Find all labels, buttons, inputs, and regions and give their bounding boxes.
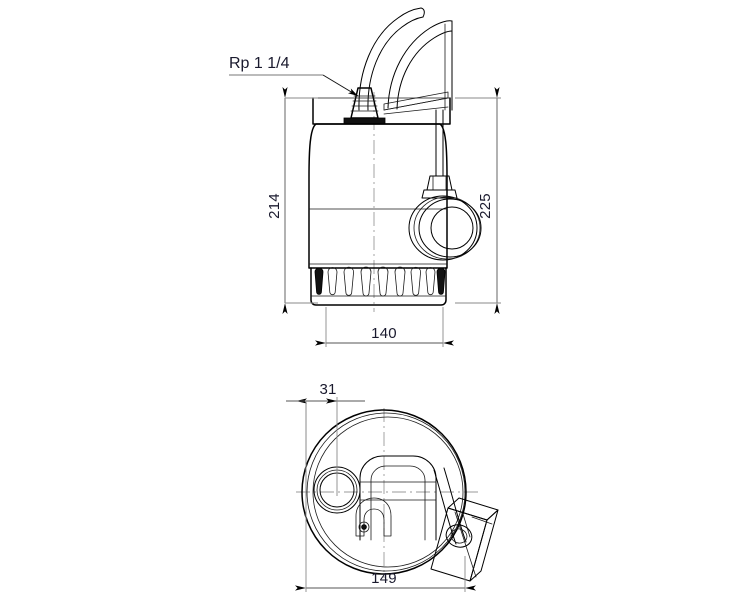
dimension-label-31: 31 bbox=[319, 381, 336, 398]
float-disc-inner bbox=[430, 206, 474, 250]
carrying-handle bbox=[387, 20, 453, 111]
strainer-base bbox=[310, 266, 447, 306]
impeller-hub-detail bbox=[355, 497, 392, 537]
front-elevation-view: 214 225 140 Rp 1 1/4 bbox=[229, 7, 501, 347]
bottom-plan-view: 31 149 bbox=[286, 381, 499, 592]
float-switch-body bbox=[430, 497, 499, 582]
body-circle bbox=[301, 409, 467, 575]
dimension-label-214: 214 bbox=[266, 193, 283, 219]
outlet-flange bbox=[343, 117, 386, 125]
dimension-height-225: 225 bbox=[455, 87, 501, 314]
float-cable bbox=[433, 467, 467, 545]
float-switch bbox=[408, 109, 482, 261]
strainer-slots bbox=[314, 266, 446, 297]
power-cable bbox=[358, 7, 425, 111]
handle-mount-plate bbox=[383, 91, 449, 115]
threaded-outlet bbox=[343, 87, 386, 125]
float-disc-outer bbox=[408, 195, 478, 261]
dimension-label-225: 225 bbox=[477, 193, 494, 219]
pump-body bbox=[308, 123, 448, 269]
handle-loop bbox=[359, 455, 437, 541]
dimension-width-149: 149 bbox=[295, 401, 476, 592]
dimension-label-149: 149 bbox=[371, 570, 397, 587]
dimension-label-140: 140 bbox=[371, 325, 397, 342]
dimension-height-214: 214 bbox=[266, 87, 318, 314]
dimension-width-140: 140 bbox=[315, 307, 454, 347]
thread-size-label: Rp 1 1/4 bbox=[229, 55, 290, 72]
thread-size-callout: Rp 1 1/4 bbox=[229, 55, 359, 97]
